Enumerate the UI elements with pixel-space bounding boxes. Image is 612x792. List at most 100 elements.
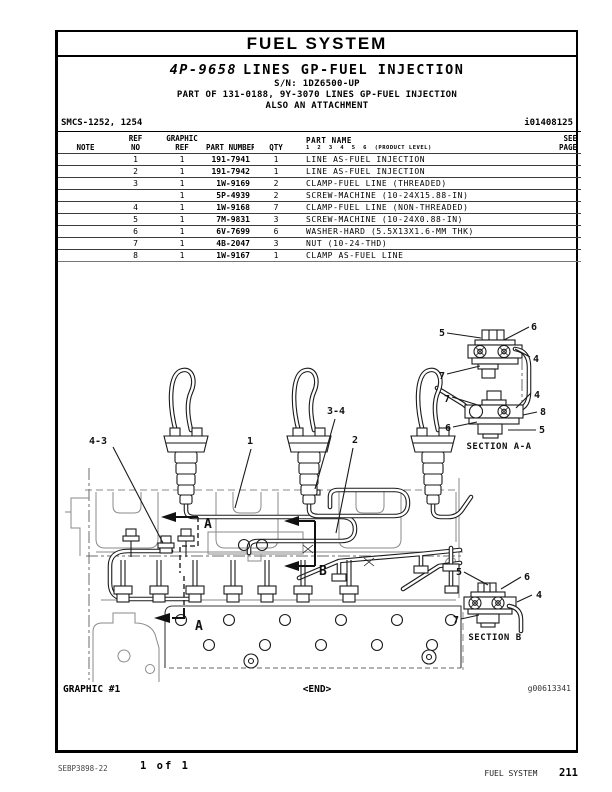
cell-note [58,237,113,250]
cell-part-name: CLAMP AS-FUEL LINE [298,249,530,262]
section-a-arrow-label-top: A [204,517,212,532]
line-fittings [113,538,460,603]
page-count: 1 of 1 [140,760,190,772]
cell-note [58,165,113,178]
cell-part-name: SCREW-MACHINE (10-24X15.88-IN) [298,189,530,202]
cylinder-block-plate [164,605,462,669]
cell-part-name: WASHER-HARD (5.5X13X1.6-MM THK) [298,225,530,238]
cell-ref-no: 8 [113,249,158,262]
callout-3-4-label: 3-4 [327,406,345,417]
graphic-label: GRAPHIC #1 [63,684,121,695]
aa-callout-4-top: 4 [533,354,539,365]
cell-part-number: 191-7942 [206,165,254,178]
footer-section-name: FUEL SYSTEM [484,769,538,778]
title-part-number: 4P-9658 [169,62,237,78]
cell-part-name: CLAMP-FUEL LINE (THREADED) [298,177,530,190]
section-a-arrow-label-bottom: A [195,619,203,634]
cell-ref-no: 2 [113,165,158,178]
part-of-line: PART OF 131-0188, 9Y-3070 LINES GP-FUEL … [176,90,458,100]
footer-right: FUEL SYSTEM 211 [484,761,578,780]
b-callout-6: 6 [524,572,530,583]
cell-ref-no: 7 [113,237,158,250]
cell-graphic-ref: 1 [158,225,206,238]
cell-see-page [530,225,581,238]
cell-see-page [530,189,581,202]
section-b-title: SECTION B [468,633,521,643]
cell-qty: 7 [254,201,298,214]
section-aa-detail: 5 6 4 7 7 4 8 6 5 SECTION A-A [439,322,546,452]
cell-note [58,213,113,226]
line-clamps [122,482,375,567]
cell-part-name: LINE AS-FUEL INJECTION [298,165,530,178]
cell-note [58,177,113,190]
cell-note [58,153,113,166]
cell-see-page [530,201,581,214]
cell-part-name: SCREW-MACHINE (10-24X0.88-IN) [298,213,530,226]
graphic-id: g00613341 [527,684,571,693]
cell-qty: 1 [254,249,298,262]
callouts: 4-3 1 3-4 2 [89,406,358,544]
cell-note [58,201,113,214]
cell-see-page [530,249,581,262]
engine-diagram: A A B 4-3 1 3-4 2 [65,322,546,682]
info-id: i01408125 [524,118,573,128]
section-b-arrow-label: B [319,564,327,579]
diagram-area: A A B 4-3 1 3-4 2 [58,296,577,686]
b-callout-7: 7 [453,615,459,626]
system-header-title: FUEL SYSTEM [246,33,388,53]
section-b-detail: 5 6 4 7 SECTION B [453,567,542,643]
page-footer: SEBP3898-22 1 of 1 FUEL SYSTEM 211 [55,760,578,779]
cell-ref-no: 6 [113,225,158,238]
header-qty: QTY [269,143,283,152]
aa-callout-7-bottom: 7 [444,394,450,405]
cell-see-page [530,237,581,250]
cell-part-number: 1W-9169 [206,177,254,190]
cell-part-number: 6V-7699 [206,225,254,238]
cell-part-number: 5P-4939 [206,189,254,202]
header-note: NOTE [76,143,95,152]
cell-graphic-ref: 1 [158,213,206,226]
cell-part-name: CLAMP-FUEL LINE (NON-THREADED) [298,201,530,214]
cell-ref-no [113,189,158,202]
cell-graphic-ref: 1 [158,177,206,190]
cell-qty: 2 [254,177,298,190]
footer-page-number: 211 [559,767,578,779]
aa-callout-7-top: 7 [439,371,445,382]
section-cut-arrows: A A B [154,512,327,634]
cell-see-page [530,165,581,178]
aa-callout-5-bottom: 5 [539,425,545,436]
smcs-code: SMCS-1252, 1254 [61,118,143,128]
aa-callout-6-top: 6 [531,322,537,333]
cell-note [58,249,113,262]
b-callout-4: 4 [536,590,542,601]
system-header: FUEL SYSTEM [58,32,576,57]
cell-ref-no: 4 [113,201,158,214]
cell-qty: 3 [254,237,298,250]
cell-part-number: 1W-9168 [206,201,254,214]
cell-part-name: NUT (10-24-THD) [298,237,530,250]
cell-graphic-ref: 1 [158,237,206,250]
cell-part-name: LINE AS-FUEL INJECTION [298,153,530,166]
cell-see-page [530,177,581,190]
cell-ref-no: 3 [113,177,158,190]
cell-part-number: 1W-9167 [206,249,254,262]
graphic-footer-row: GRAPHIC #1 <END> g00613341 [63,684,571,698]
cell-graphic-ref: 1 [158,165,206,178]
cell-ref-no: 1 [113,153,158,166]
